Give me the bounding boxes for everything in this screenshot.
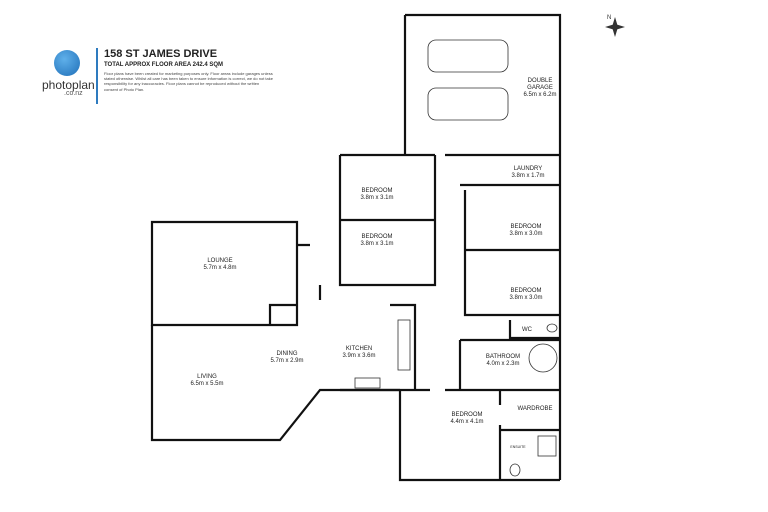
svg-text:BEDROOM: BEDROOM [361, 188, 392, 194]
divider [96, 48, 98, 104]
floor-area: TOTAL APPROX FLOOR AREA 242.4 SQM [104, 62, 224, 68]
room-living: LIVING 6.5m x 5.5m [190, 374, 223, 387]
svg-text:BATHROOM: BATHROOM [486, 354, 520, 360]
disclaimer: Floor plans have been created for market… [104, 71, 273, 92]
svg-text:BEDROOM: BEDROOM [510, 288, 541, 294]
svg-text:3.8m x 3.0m: 3.8m x 3.0m [509, 231, 542, 237]
svg-text:3.8m x 3.0m: 3.8m x 3.0m [509, 295, 542, 301]
room-wardrobe: WARDROBE [517, 406, 552, 412]
svg-text:3.8m x 3.1m: 3.8m x 3.1m [360, 195, 393, 201]
page-title: 158 ST JAMES DRIVE [104, 48, 218, 60]
svg-text:LIVING: LIVING [197, 374, 217, 380]
svg-text:KITCHEN: KITCHEN [346, 346, 372, 352]
room-bathroom: BATHROOM 4.0m x 2.3m [486, 354, 520, 367]
toilet-icon [546, 323, 558, 333]
svg-text:4.4m x 4.1m: 4.4m x 4.1m [450, 419, 483, 425]
compass-north-label: N [607, 15, 611, 21]
brand-name: photoplan [42, 78, 95, 92]
car-icon [427, 39, 509, 73]
room-bedroom-4: BEDROOM 3.8m x 3.0m [509, 288, 542, 301]
walls [150, 13, 562, 482]
svg-text:LAUNDRY: LAUNDRY [514, 166, 543, 172]
room-ensuite: ENSUITE [510, 445, 526, 449]
brand-domain: .co.nz [64, 90, 83, 97]
room-master-bedroom: BEDROOM 4.4m x 4.1m [450, 412, 483, 425]
bathtub-icon [528, 343, 558, 373]
toilet-icon [509, 463, 521, 477]
svg-text:5.7m x 2.9m: 5.7m x 2.9m [270, 358, 303, 364]
car-icon [427, 87, 509, 121]
sink-icon [354, 377, 381, 389]
room-dining: DINING 5.7m x 2.9m [270, 351, 303, 364]
photoplan-logo-icon [54, 50, 80, 76]
svg-text:ENSUITE: ENSUITE [510, 445, 526, 449]
room-garage: DOUBLE GARAGE 6.5m x 6.2m [523, 78, 556, 98]
header-block: photoplan .co.nz 158 ST JAMES DRIVE TOTA… [42, 44, 282, 106]
svg-text:6.5m x 5.5m: 6.5m x 5.5m [190, 381, 223, 387]
svg-text:3.9m x 3.6m: 3.9m x 3.6m [342, 353, 375, 359]
room-wc: WC [522, 327, 533, 333]
room-laundry: LAUNDRY 3.8m x 1.7m [511, 166, 544, 179]
compass-rose-icon: N [605, 15, 625, 37]
svg-text:DOUBLE: DOUBLE [528, 78, 553, 84]
svg-text:WARDROBE: WARDROBE [517, 406, 552, 412]
room-bedroom-1: BEDROOM 3.8m x 3.1m [360, 188, 393, 201]
svg-text:BEDROOM: BEDROOM [451, 412, 482, 418]
svg-text:LOUNGE: LOUNGE [207, 258, 232, 264]
svg-text:4.0m x 2.3m: 4.0m x 2.3m [486, 361, 519, 367]
kitchen-bench [397, 319, 411, 371]
svg-text:3.8m x 1.7m: 3.8m x 1.7m [511, 173, 544, 179]
svg-text:BEDROOM: BEDROOM [510, 224, 541, 230]
shower-icon [537, 435, 557, 457]
svg-text:BEDROOM: BEDROOM [361, 234, 392, 240]
svg-text:WC: WC [522, 327, 533, 333]
svg-text:6.5m x 6.2m: 6.5m x 6.2m [523, 92, 556, 98]
room-lounge: LOUNGE 5.7m x 4.8m [203, 258, 236, 271]
svg-text:3.8m x 3.1m: 3.8m x 3.1m [360, 241, 393, 247]
room-kitchen: KITCHEN 3.9m x 3.6m [342, 346, 375, 359]
svg-text:GARAGE: GARAGE [527, 85, 553, 91]
room-bedroom-2: BEDROOM 3.8m x 3.1m [360, 234, 393, 247]
svg-text:DINING: DINING [277, 351, 298, 357]
room-bedroom-3: BEDROOM 3.8m x 3.0m [509, 224, 542, 237]
svg-text:5.7m x 4.8m: 5.7m x 4.8m [203, 265, 236, 271]
